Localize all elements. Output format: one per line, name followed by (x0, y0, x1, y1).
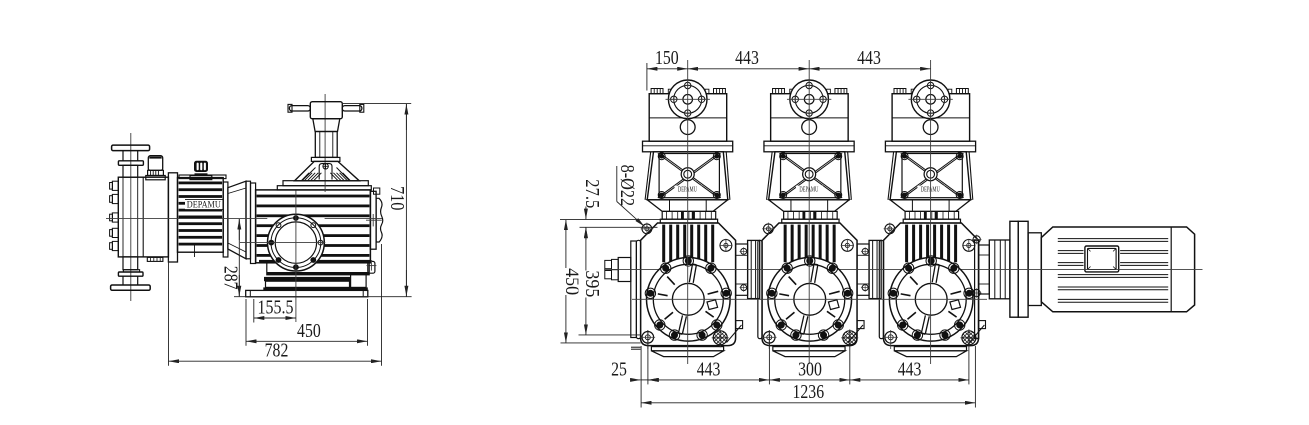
svg-text:DEPAMU: DEPAMU (187, 200, 221, 210)
svg-text:27.5: 27.5 (581, 179, 602, 208)
svg-text:287: 287 (220, 266, 241, 290)
svg-text:443: 443 (898, 359, 922, 380)
svg-text:443: 443 (857, 48, 881, 69)
svg-text:25: 25 (611, 359, 627, 380)
svg-text:300: 300 (798, 359, 822, 380)
svg-text:150: 150 (655, 48, 679, 69)
svg-text:450: 450 (297, 321, 321, 342)
svg-text:8-Ø22: 8-Ø22 (616, 165, 637, 207)
svg-text:1236: 1236 (793, 382, 825, 403)
svg-text:710: 710 (386, 186, 407, 211)
svg-text:443: 443 (735, 48, 759, 69)
svg-text:450: 450 (561, 268, 582, 295)
svg-text:782: 782 (265, 341, 289, 362)
svg-text:395: 395 (581, 270, 602, 297)
svg-text:443: 443 (697, 359, 721, 380)
svg-text:155.5: 155.5 (258, 298, 294, 319)
